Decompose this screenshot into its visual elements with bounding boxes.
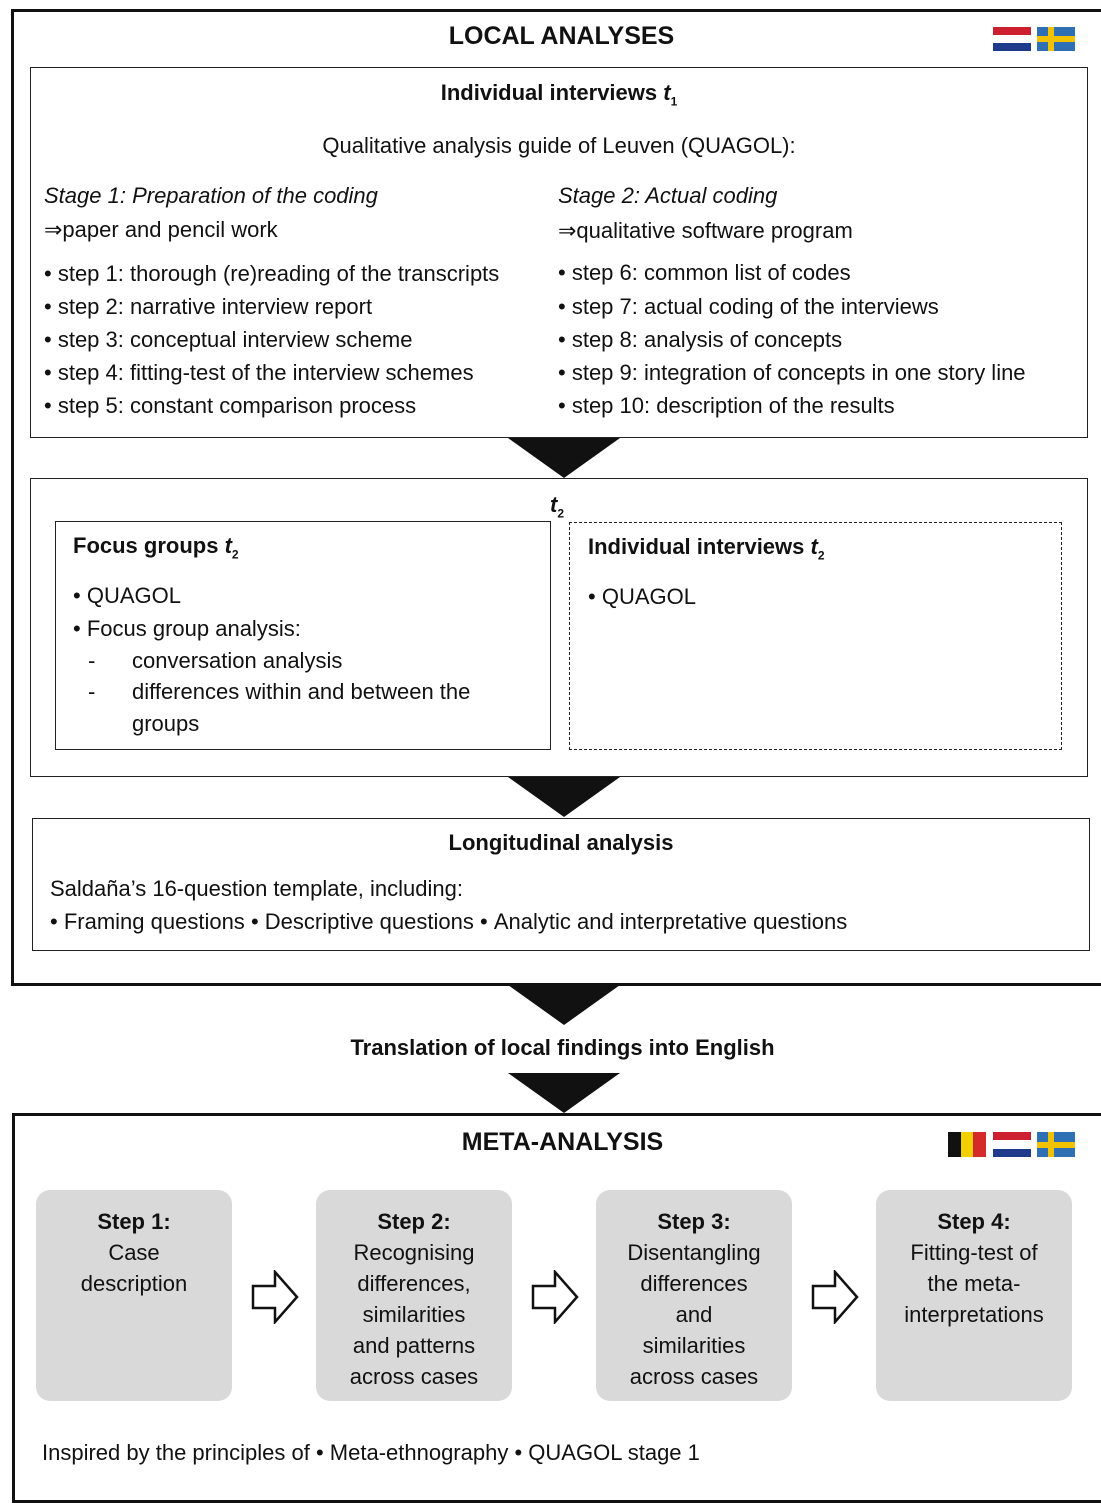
dash-bullet: -	[88, 648, 96, 673]
stage1-step: step 5: constant comparison process	[44, 393, 416, 419]
individual-interviews-t2-header: Individual interviews t2	[588, 534, 825, 563]
interviews-t1-box	[30, 67, 1088, 438]
meta-footer: Inspired by the principles of Meta-ethno…	[42, 1440, 700, 1466]
focus-subitem: groups	[132, 711, 200, 736]
down-arrow-icon	[508, 777, 620, 817]
indiv-item: QUAGOL	[588, 584, 696, 610]
t2-label: t2	[550, 492, 565, 521]
meta-step-3: Step 3: Disentangling differences and si…	[596, 1190, 792, 1401]
meta-step-1: Step 1: Case description	[36, 1190, 232, 1401]
focus-groups-header: Focus groups t2	[73, 533, 239, 562]
stage1-step: step 4: fitting-test of the interview sc…	[44, 360, 474, 386]
netherlands-flag-icon	[993, 27, 1031, 51]
focus-item: QUAGOL	[73, 583, 181, 609]
stage2-step: step 8: analysis of concepts	[558, 327, 842, 353]
longitudinal-header: Longitudinal analysis	[448, 830, 674, 855]
longitudinal-box	[32, 818, 1090, 951]
stage2-tool: ⇒qualitative software program	[558, 218, 853, 243]
right-arrow-icon	[811, 1270, 859, 1324]
translation-label: Translation of local findings into Engli…	[350, 1035, 775, 1060]
stage2-step: step 6: common list of codes	[558, 260, 851, 286]
t2-box	[30, 478, 1088, 777]
stage2-step: step 7: actual coding of the interviews	[558, 294, 939, 320]
dash-bullet: -	[88, 679, 96, 704]
individual-interviews-t2-box	[569, 522, 1062, 750]
meta-footer-item: Meta-ethnography	[316, 1440, 508, 1465]
sweden-flag-icon	[1037, 27, 1075, 51]
meta-step-4: Step 4: Fitting-test of the meta- interp…	[876, 1190, 1072, 1401]
stage2-step: step 10: description of the results	[558, 393, 895, 419]
right-arrow-icon	[251, 1270, 299, 1324]
belgium-flag-icon	[948, 1132, 987, 1157]
stage1-title: Stage 1: Preparation of the coding	[44, 183, 378, 208]
quagol-subtitle: Qualitative analysis guide of Leuven (QU…	[322, 133, 796, 158]
local-analyses-title: LOCAL ANALYSES	[448, 22, 675, 50]
focus-subitem: differences within and between the	[132, 679, 471, 704]
netherlands-flag-icon	[993, 1132, 1031, 1157]
meta-footer-item: QUAGOL stage 1	[514, 1440, 699, 1465]
stage2-title: Stage 2: Actual coding	[558, 183, 778, 208]
longitudinal-item: Analytic and interpretative questions	[480, 909, 847, 934]
longitudinal-item: Framing questions	[50, 909, 245, 934]
meta-footer-prefix: Inspired by the principles of	[42, 1440, 310, 1465]
stage1-tool: ⇒paper and pencil work	[44, 217, 278, 242]
stage2-step: step 9: integration of concepts in one s…	[558, 360, 1026, 386]
local-analyses-frame	[11, 9, 1101, 986]
meta-analysis-title: META-ANALYSIS	[461, 1128, 664, 1156]
interviews-t1-header: Individual interviews t1	[440, 80, 678, 109]
focus-subitem: conversation analysis	[132, 648, 343, 673]
focus-groups-box	[55, 521, 551, 750]
down-arrow-icon	[508, 985, 620, 1025]
down-arrow-icon	[508, 1073, 620, 1113]
stage1-step: step 2: narrative interview report	[44, 294, 372, 320]
stage1-step: step 1: thorough (re)reading of the tran…	[44, 261, 499, 287]
longitudinal-item: Descriptive questions	[251, 909, 474, 934]
right-arrow-icon	[531, 1270, 579, 1324]
stage1-step: step 3: conceptual interview scheme	[44, 327, 413, 353]
focus-item: Focus group analysis:	[73, 616, 301, 642]
down-arrow-icon	[508, 438, 620, 478]
longitudinal-items: Framing questions Descriptive questions …	[50, 909, 847, 935]
longitudinal-line: Saldaña’s 16-question template, includin…	[50, 876, 463, 901]
sweden-flag-icon	[1037, 1132, 1075, 1157]
meta-step-2: Step 2: Recognising differences, similar…	[316, 1190, 512, 1401]
